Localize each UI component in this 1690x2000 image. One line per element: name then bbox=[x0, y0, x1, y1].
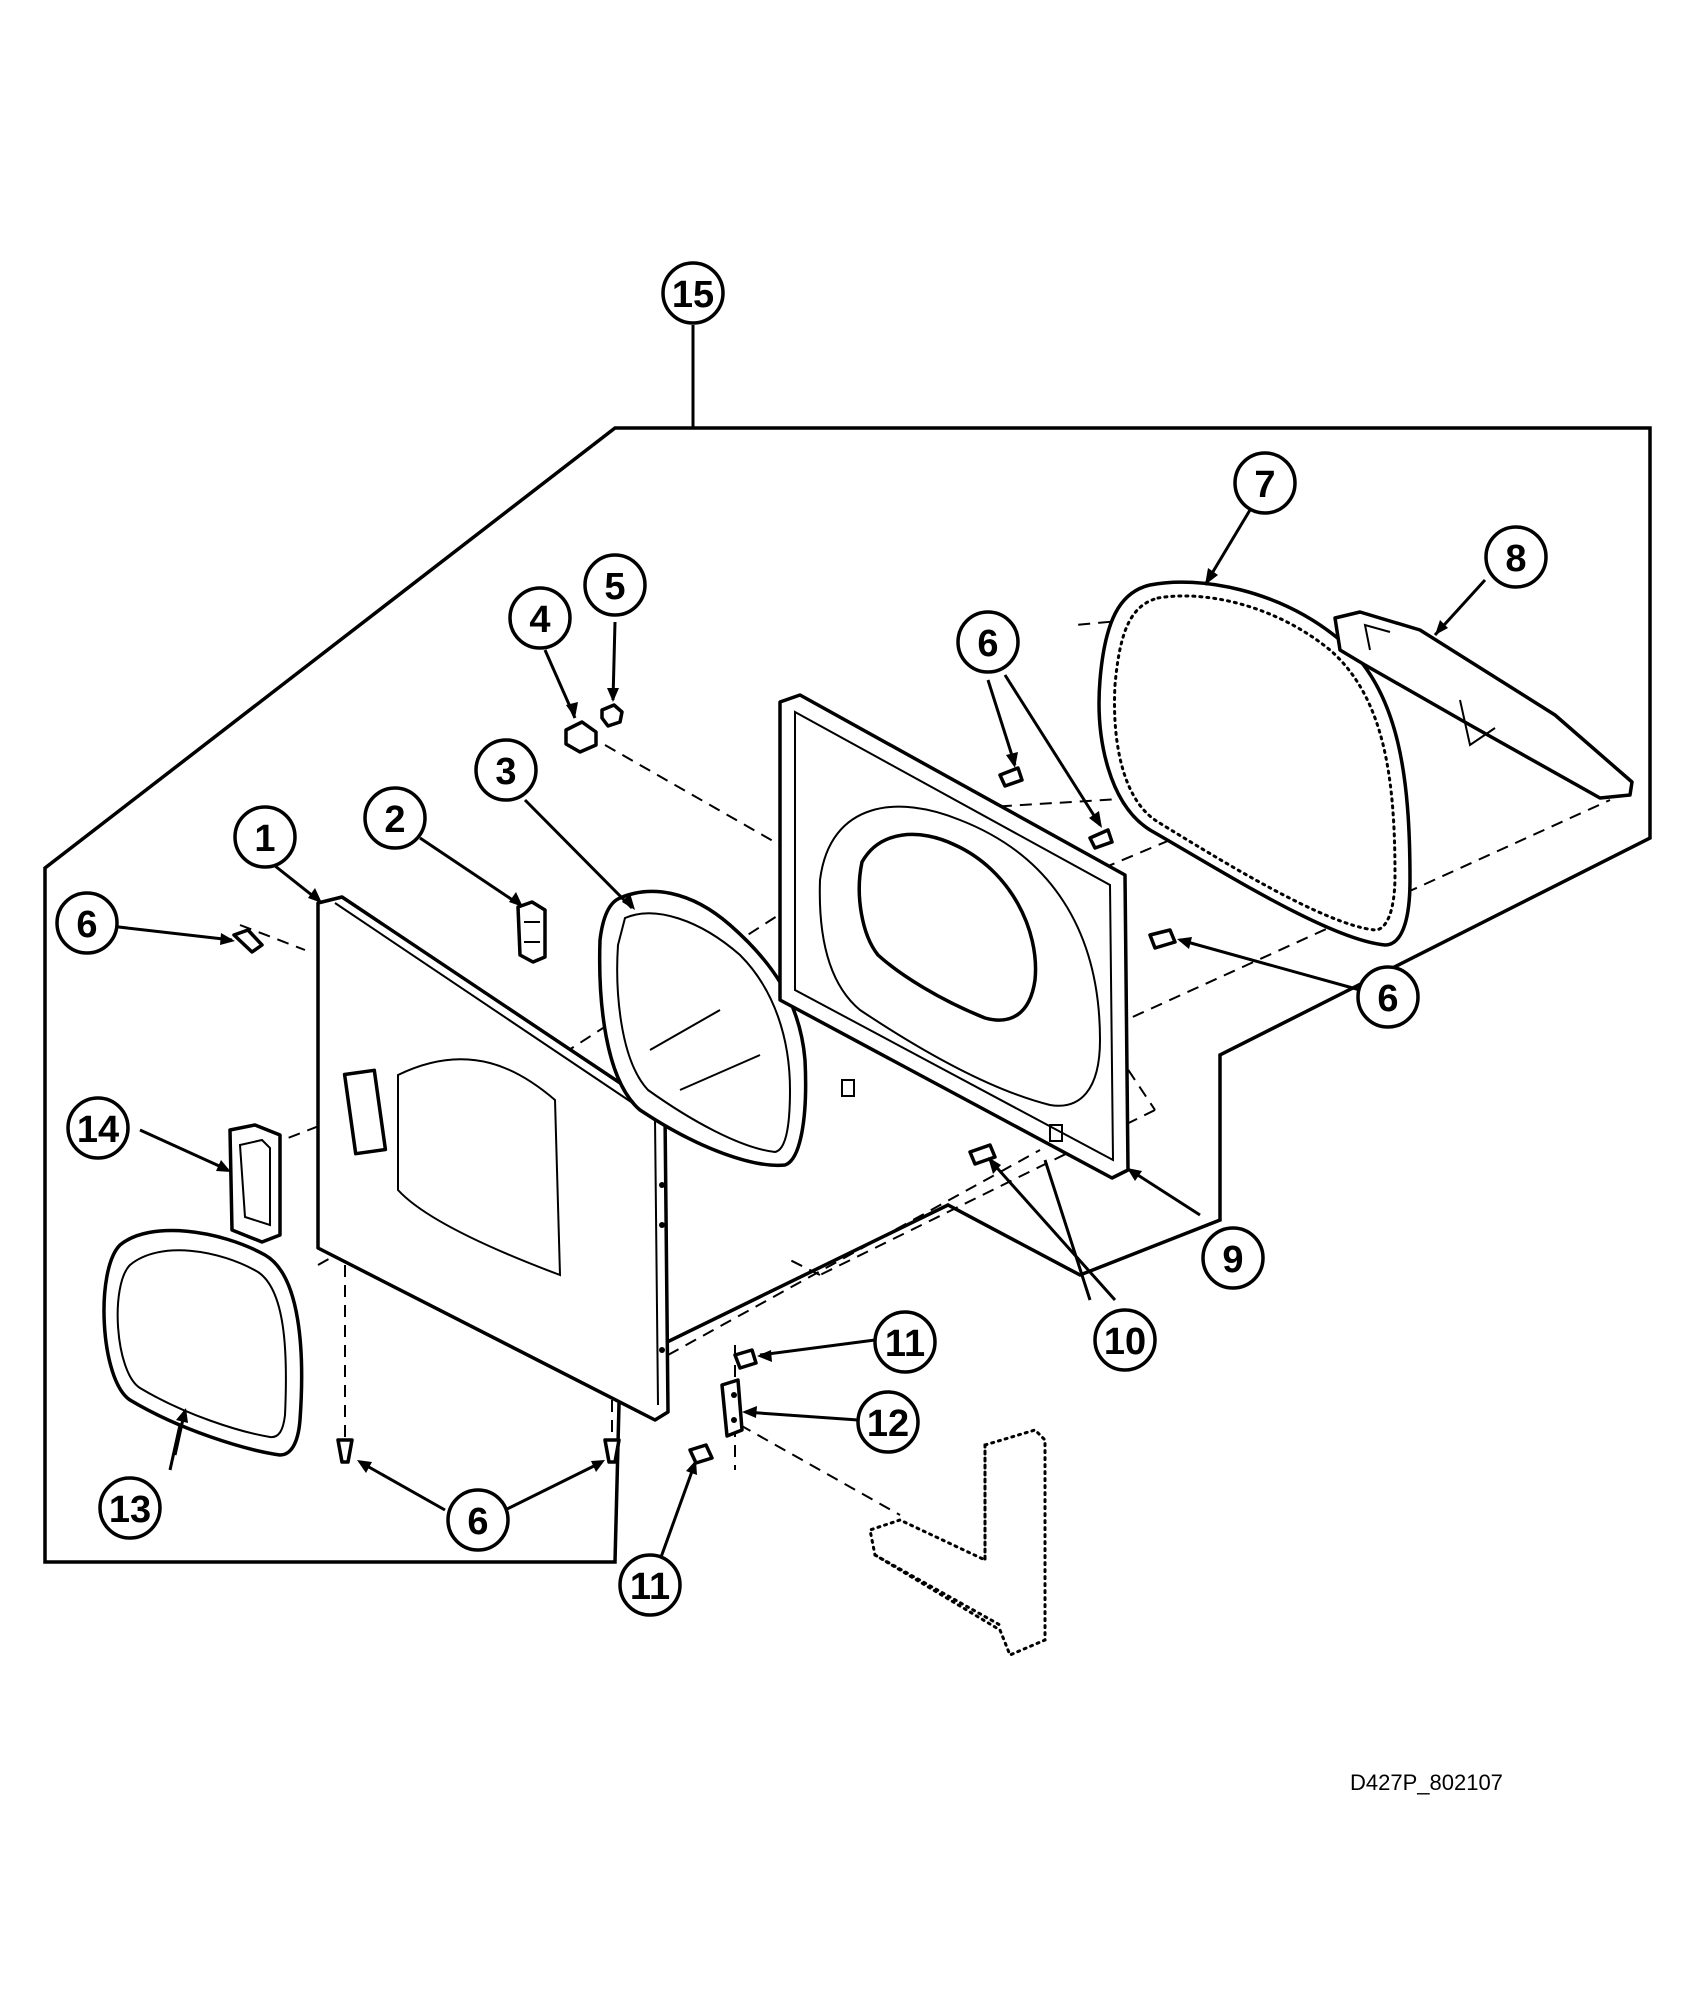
callout-6-top: 6 bbox=[956, 610, 1020, 674]
callout-5: 5 bbox=[583, 553, 647, 617]
callout-2: 2 bbox=[363, 786, 427, 850]
callout-13: 13 bbox=[98, 1476, 162, 1540]
front-panel-part bbox=[316, 895, 670, 1422]
callout-12: 12 bbox=[856, 1390, 920, 1454]
leader-lines bbox=[109, 325, 1487, 1561]
door-liner-part bbox=[597, 889, 808, 1168]
callout-11-top: 11 bbox=[873, 1310, 937, 1374]
callout-6-right: 6 bbox=[1356, 965, 1420, 1029]
callout-label-6-top: 6 bbox=[977, 623, 998, 665]
callout-14: 14 bbox=[66, 1096, 130, 1160]
callout-label-2: 2 bbox=[384, 799, 405, 841]
cabinet-reference-outline bbox=[868, 1428, 1047, 1657]
callout-6-left: 6 bbox=[55, 891, 119, 955]
door-strike-part bbox=[516, 900, 547, 964]
callout-4: 4 bbox=[508, 586, 572, 650]
callout-15: 15 bbox=[661, 261, 725, 325]
door-ring-part bbox=[102, 1228, 304, 1457]
hinge-part bbox=[720, 1378, 744, 1438]
callout-label-11-top: 11 bbox=[885, 1323, 925, 1365]
callout-label-14: 14 bbox=[77, 1109, 119, 1151]
callout-label-7: 7 bbox=[1254, 464, 1275, 506]
callout-label-3: 3 bbox=[495, 751, 516, 793]
callout-label-13: 13 bbox=[109, 1489, 151, 1531]
callout-7: 7 bbox=[1233, 451, 1297, 515]
callout-label-8: 8 bbox=[1505, 538, 1526, 580]
handle-bezel-part bbox=[228, 1123, 282, 1244]
inner-frame-part bbox=[778, 693, 1130, 1180]
callout-1: 1 bbox=[233, 805, 297, 869]
callout-label-15: 15 bbox=[672, 274, 714, 316]
callout-10: 10 bbox=[1093, 1308, 1157, 1372]
hinge-clip-part bbox=[564, 720, 598, 754]
screws bbox=[232, 766, 1177, 1465]
diagram-code: D427P_802107 bbox=[1350, 1770, 1503, 1795]
callout-label-4: 4 bbox=[529, 599, 550, 641]
callout-label-12: 12 bbox=[867, 1403, 909, 1445]
callout-label-10: 10 bbox=[1104, 1321, 1146, 1363]
door-handle-part bbox=[1333, 610, 1634, 800]
callout-8: 8 bbox=[1484, 525, 1548, 589]
callout-3: 3 bbox=[474, 738, 538, 802]
callout-label-11-bottom: 11 bbox=[630, 1566, 670, 1608]
callout-label-6-bottom: 6 bbox=[467, 1501, 488, 1543]
assembly-boundary bbox=[43, 426, 1652, 1564]
latch-clip-part bbox=[600, 703, 624, 728]
callout-label-1: 1 bbox=[254, 818, 275, 860]
callout-label-6-left: 6 bbox=[76, 904, 97, 946]
callout-label-5: 5 bbox=[604, 566, 625, 608]
callout-label-6-right: 6 bbox=[1377, 978, 1398, 1020]
callout-11-bottom: 11 bbox=[618, 1553, 682, 1617]
callout-9: 9 bbox=[1201, 1226, 1265, 1290]
callout-6-bottom: 6 bbox=[446, 1488, 510, 1552]
callout-label-9: 9 bbox=[1222, 1239, 1243, 1281]
